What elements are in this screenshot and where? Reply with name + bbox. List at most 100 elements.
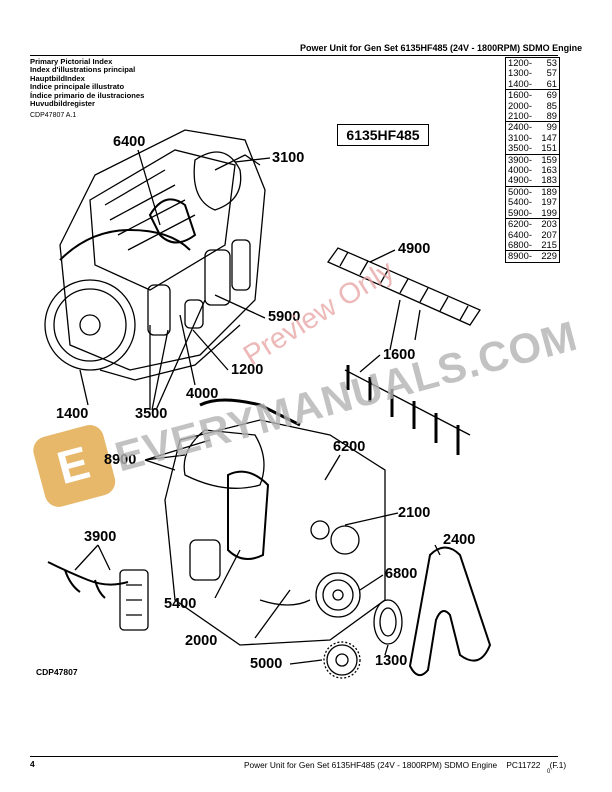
ref-code: 6800- xyxy=(508,238,532,250)
ref-page: 203 xyxy=(541,218,557,230)
ref-row: 5000- 189 xyxy=(506,185,559,197)
ref-page: 163 xyxy=(541,164,557,176)
index-title-it: Indice principale illustrato xyxy=(30,82,125,92)
callout-4900: 4900 xyxy=(398,241,431,257)
ref-row: 6200-203 xyxy=(506,218,559,230)
ref-code: 3500- xyxy=(508,142,532,154)
ref-page: 159 xyxy=(541,153,557,165)
ref-row: 5900- 199 xyxy=(506,206,559,218)
page-reference-table: 1200-53 1300-57 1400-61 1600-69 2000-85 … xyxy=(505,57,560,263)
ref-row: 1600- 69 xyxy=(506,89,559,101)
ref-page: 215 xyxy=(541,238,557,250)
index-title-en: Primary Pictorial Index xyxy=(30,57,113,66)
footer-rule xyxy=(30,756,558,757)
ref-row: 8900- 229 xyxy=(506,250,559,262)
ref-row: 2100- 89 xyxy=(506,110,559,122)
ref-group: 6200-203 6400- 207 6800- 215 xyxy=(506,218,559,250)
index-title-fr: Index d'illustrations principal xyxy=(30,65,136,75)
ref-code: 6400- xyxy=(508,228,532,240)
callout-1200: 1200 xyxy=(231,362,264,378)
ref-page: 207 xyxy=(541,228,557,240)
ref-page: 199 xyxy=(541,206,557,218)
ref-code: 8900- xyxy=(508,250,532,262)
ref-page: 229 xyxy=(541,250,557,262)
callout-2100: 2100 xyxy=(398,505,431,521)
ref-group: 5000- 189 5400- 197 5900- 199 xyxy=(506,185,559,218)
ref-page: 69 xyxy=(546,89,557,101)
wiring-harness-drawing xyxy=(47,561,149,631)
ref-code: 4000- xyxy=(508,164,532,176)
ref-code: 3900- xyxy=(508,153,532,165)
rocker-arm-assembly-drawing xyxy=(327,247,481,326)
ref-row: 4000- 163 xyxy=(506,164,559,176)
index-title-sv: Huvudbildregister xyxy=(30,99,95,109)
ref-code: 5000- xyxy=(508,185,532,197)
index-reference: CDP47807 A.1 xyxy=(30,112,77,119)
callout-5400: 5400 xyxy=(164,596,197,612)
ref-row: 1300- 57 xyxy=(506,67,559,79)
callout-6200: 6200 xyxy=(333,439,366,455)
ref-row: 4900- 183 xyxy=(506,174,559,186)
ref-group: 2400-99 3100- 147 3500- 151 xyxy=(506,121,559,153)
ref-group: 8900- 229 xyxy=(506,250,559,263)
callout-3500: 3500 xyxy=(135,406,168,422)
ref-page: 189 xyxy=(541,185,557,197)
callout-1400: 1400 xyxy=(56,406,89,422)
callout-1600: 1600 xyxy=(383,347,416,363)
ref-code: 2100- xyxy=(508,110,532,122)
page-header-title: Power Unit for Gen Set 6135HF485 (24V - … xyxy=(300,43,583,53)
ref-code: 1400- xyxy=(508,77,532,89)
ref-code: 2000- xyxy=(508,99,532,111)
ref-code: 3100- xyxy=(508,131,532,143)
ref-code: 1200- xyxy=(508,57,532,68)
callout-2000: 2000 xyxy=(185,633,218,649)
ref-group: 1200- 53 1300- 57 1400-61 xyxy=(506,57,559,89)
ref-code: 5400- xyxy=(508,196,532,208)
ref-row: 5400- 197 xyxy=(506,196,559,208)
lower-engine-drawing xyxy=(164,398,386,646)
ref-code: 2400- xyxy=(508,121,532,133)
ref-page: 151 xyxy=(541,142,557,154)
figure-reference: CDP47807 xyxy=(36,667,78,677)
ref-row: 1400-61 xyxy=(506,77,559,89)
callout-2400: 2400 xyxy=(443,532,476,548)
ref-page: 53 xyxy=(546,57,557,68)
ref-row: 6800- 215 xyxy=(506,238,559,250)
ref-code: 4900- xyxy=(508,174,532,186)
ref-code: 1300- xyxy=(508,67,532,79)
ref-page: 183 xyxy=(541,174,557,186)
ref-page: 57 xyxy=(546,67,557,79)
callout-3900: 3900 xyxy=(84,529,117,545)
callout-leaders xyxy=(74,149,441,665)
ref-code: 1600- xyxy=(508,89,532,101)
footer-title: Power Unit for Gen Set 6135HF485 (24V - … xyxy=(244,760,567,770)
injectors-drawing xyxy=(344,299,471,455)
model-label: 6135HF485 xyxy=(337,124,429,146)
index-title-es: Índice primario de ilustraciones xyxy=(30,90,145,100)
ref-page: 197 xyxy=(541,196,557,208)
gear-drawing xyxy=(323,641,361,679)
ref-code: 5900- xyxy=(508,206,532,218)
ref-page: 85 xyxy=(546,99,557,111)
callout-4000: 4000 xyxy=(186,386,219,402)
footer-small-mark: 0 xyxy=(547,769,551,775)
header-rule xyxy=(30,55,558,56)
watermark-logo xyxy=(33,425,116,507)
ref-row: 3100- 147 xyxy=(506,131,559,143)
ref-page: 147 xyxy=(541,131,557,143)
footer-page-number: 4 xyxy=(30,759,35,769)
ref-page: 89 xyxy=(546,110,557,122)
ref-row: 3900- 159 xyxy=(506,153,559,165)
index-titles: Primary Pictorial Index Index d'illustra… xyxy=(30,57,145,109)
ref-row: 1200- 53 xyxy=(506,57,559,68)
ref-row: 2000- 85 xyxy=(506,99,559,111)
seal-drawing xyxy=(373,599,403,645)
callout-3100: 3100 xyxy=(272,150,305,166)
belt-drawing xyxy=(408,546,492,677)
ref-row: 2400-99 xyxy=(506,121,559,133)
index-title-de: HauptbildIndex xyxy=(30,73,85,83)
callout-5900: 5900 xyxy=(268,309,301,325)
callout-8900: 8900 xyxy=(104,452,137,468)
callout-5000: 5000 xyxy=(250,656,283,672)
